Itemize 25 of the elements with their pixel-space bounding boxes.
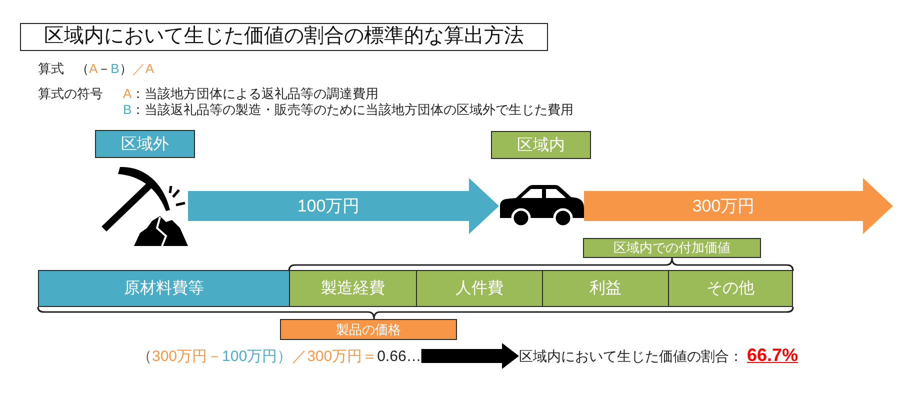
- symbol-definition: A：当該地方団体による返礼品等の調達費用: [123, 86, 379, 102]
- region-label: 区域外: [95, 130, 195, 158]
- pickaxe-icon: [100, 166, 188, 246]
- cost-segment: その他: [668, 270, 793, 307]
- symbol-heading: 算式の符号: [38, 86, 103, 102]
- edge-label: 100万円: [297, 196, 360, 218]
- block-arrow: [188, 178, 499, 234]
- cost-segment: 利益: [542, 270, 669, 307]
- edge-label: 300万円: [692, 196, 755, 218]
- value-added-label: 区域内での付加価値: [583, 238, 761, 258]
- symbol-definition: B：当該返礼品等の製造・販売等のために当該地方団体の区域外で生じた費用: [123, 102, 574, 118]
- equation-text: （300万円－100万円）／300万円＝0.66…: [137, 347, 422, 366]
- diagram-title: 区域内において生じた価値の割合の標準的な算出方法: [20, 23, 548, 51]
- result-label: 区域内において生じた価値の割合：: [519, 348, 743, 366]
- formula-text: （A－B）／A: [76, 61, 154, 77]
- car-icon: [499, 184, 584, 228]
- formula-label: 算式: [38, 61, 64, 77]
- cost-segment: 製造経費: [289, 270, 417, 307]
- block-arrow: [584, 178, 893, 234]
- region-label: 区域内: [491, 131, 591, 159]
- result-value: 66.7%: [747, 345, 798, 366]
- block-arrow: [421, 343, 519, 369]
- cost-segment: 原材料費等: [38, 270, 290, 307]
- cost-segment: 人件費: [416, 270, 543, 307]
- price-label: 製品の価格: [280, 319, 457, 340]
